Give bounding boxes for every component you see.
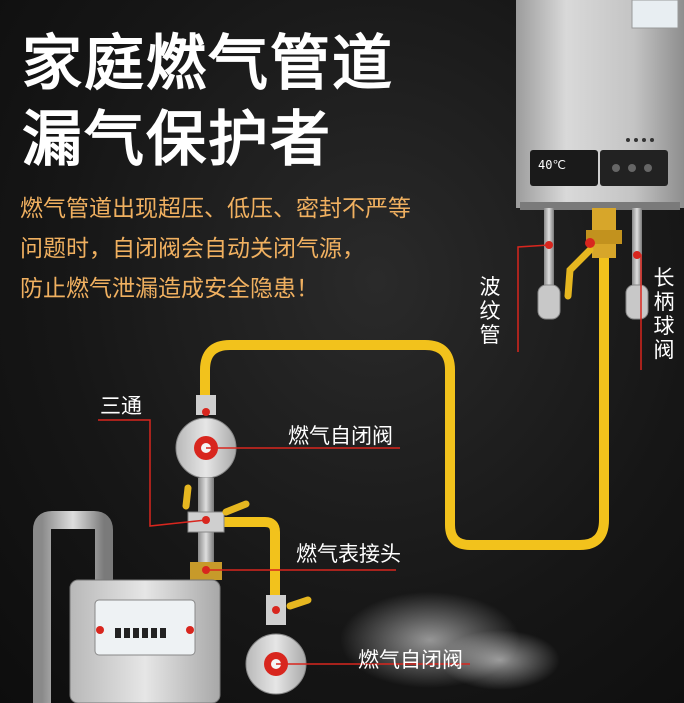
label-tee: 三通	[100, 394, 142, 418]
meter-riser	[182, 478, 250, 580]
label-gas-meter-connector: 燃气表接头	[296, 542, 401, 566]
heater-water-pipes	[537, 208, 649, 320]
description-line3: 防止燃气泄漏造成安全隐患！	[20, 276, 319, 302]
label-long-handle-ball-valve: 长柄球阀	[653, 266, 675, 362]
description-line1: 燃气管道出现超压、低压、密封不严等	[20, 196, 411, 222]
label-upper-shutoff-valve: 燃气自闭阀	[288, 424, 393, 448]
label-lower-shutoff-valve: 燃气自闭阀	[358, 648, 463, 672]
label-corrugated-pipe: 波纹管	[479, 275, 501, 347]
page-title-line2: 漏气保护者	[22, 105, 332, 175]
page-title-line1: 家庭燃气管道	[22, 29, 394, 99]
gas-meter	[33, 511, 221, 703]
corrugated-gas-pipe	[200, 258, 609, 550]
upper-auto-shutoff-valve	[175, 395, 237, 479]
long-handle-ball-valve	[564, 208, 622, 300]
water-heater	[516, 0, 684, 210]
description-line2: 问题时，自闭阀会自动关闭气源，	[20, 236, 365, 262]
heater-display-panel	[530, 150, 598, 186]
lower-gas-pipe	[215, 517, 280, 600]
callout-lines	[98, 244, 642, 665]
heater-temperature-readout: 40℃	[538, 158, 566, 172]
lower-auto-shutoff-valve	[245, 595, 312, 695]
